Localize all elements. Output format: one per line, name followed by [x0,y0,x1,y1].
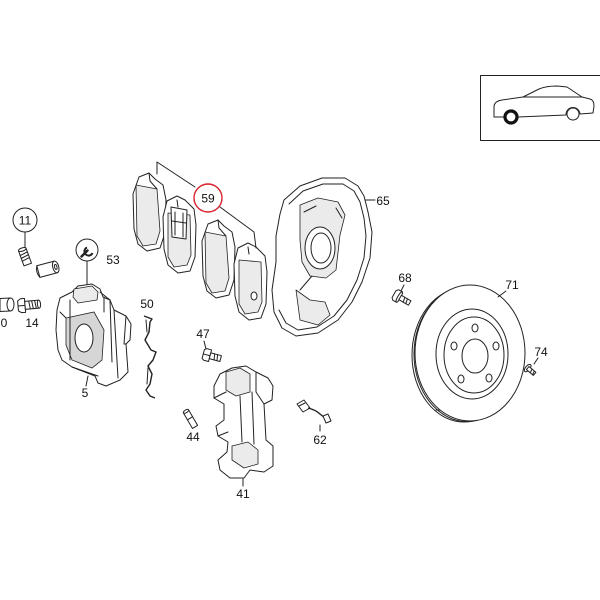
bolt-hole [485,373,493,383]
callout-5[interactable]: 5 [82,386,89,400]
svg-text:47[interactable]: 47 [196,327,210,341]
svg-text:11[interactable]: 11 [19,214,32,228]
hub-bore [461,338,489,374]
bolt-hole [450,341,458,351]
part-10-pin [0,297,15,312]
svg-text:68[interactable]: 68 [398,271,412,285]
part-11-bolt [17,246,32,267]
vehicle-position-inset [480,75,600,141]
brake-pad-inner-with-spring [162,195,197,274]
selected-callout-ring[interactable] [193,183,223,213]
svg-text:50[interactable]: 50 [140,297,154,311]
bolt-hole [457,374,465,384]
disc-retaining-screw [523,363,537,376]
svg-text:71[interactable]: 71 [505,278,519,292]
callout-44[interactable]: 44 [186,430,200,444]
callout-41[interactable]: 41 [236,487,250,501]
car-icon [493,85,595,125]
brake-dust-shield [271,177,373,337]
leader-line-59-left [156,161,196,188]
callout-47[interactable]: 47 [196,327,210,341]
svg-text:44[interactable]: 44 [186,430,200,444]
callout-74[interactable]: 74 [534,345,548,359]
svg-text:62[interactable]: 62 [313,433,327,447]
svg-text:5[interactable]: 5 [82,386,89,400]
brake-pad-outer [132,172,167,252]
callout-71[interactable]: 71 [505,278,519,292]
brake-pad-inner-2 [233,242,268,321]
svg-text:53[interactable]: 53 [106,253,120,267]
carrier-bolt [201,348,222,363]
leader-line-59-right [219,206,257,249]
leader-line-5 [85,375,89,387]
wrench-icon [80,246,94,258]
bolt-hole [471,323,479,333]
bolt-hole [492,341,500,351]
svg-text:65[interactable]: 65 [376,194,390,208]
brake-pad-outer-2 [201,219,236,299]
inset-frame [480,75,600,141]
callout-53[interactable]: 53 [75,238,120,267]
leader-line-68 [400,284,405,292]
caliper-carrier-bracket [213,365,274,479]
guide-pin [182,408,199,429]
shield-bolt [391,289,412,306]
callout-14[interactable]: 14 [25,316,39,330]
callout-65[interactable]: 65 [376,194,390,208]
brake-disc [411,284,526,423]
callout-11[interactable]: 11 [12,207,38,233]
leader-line-47 [203,340,207,350]
leader-line-71 [497,290,507,298]
leader-line-74 [533,357,539,365]
callout-68[interactable]: 68 [398,271,412,285]
callout-10[interactable]: 0 [1,316,8,330]
callout-62[interactable]: 62 [313,433,327,447]
wear-sensor-hole [250,291,258,301]
svg-text:0[interactable]: 0 [1,316,8,330]
pad-wear-sensor [296,399,332,424]
part-14-bolt [17,297,42,314]
part-11-guide-sleeve [35,260,60,278]
rear-wheel [566,107,580,121]
svg-text:14[interactable]: 14 [25,316,39,330]
svg-text:41[interactable]: 41 [236,487,250,501]
svg-text:59[interactable]: 59 [201,192,215,206]
anti-rattle-spring-clip [143,315,157,399]
callout-50[interactable]: 50 [140,297,154,311]
brake-caliper [55,283,132,387]
svg-text:74[interactable]: 74 [534,345,548,359]
callout-59[interactable]: 59 [193,183,223,213]
front-wheel-highlight [503,109,519,125]
